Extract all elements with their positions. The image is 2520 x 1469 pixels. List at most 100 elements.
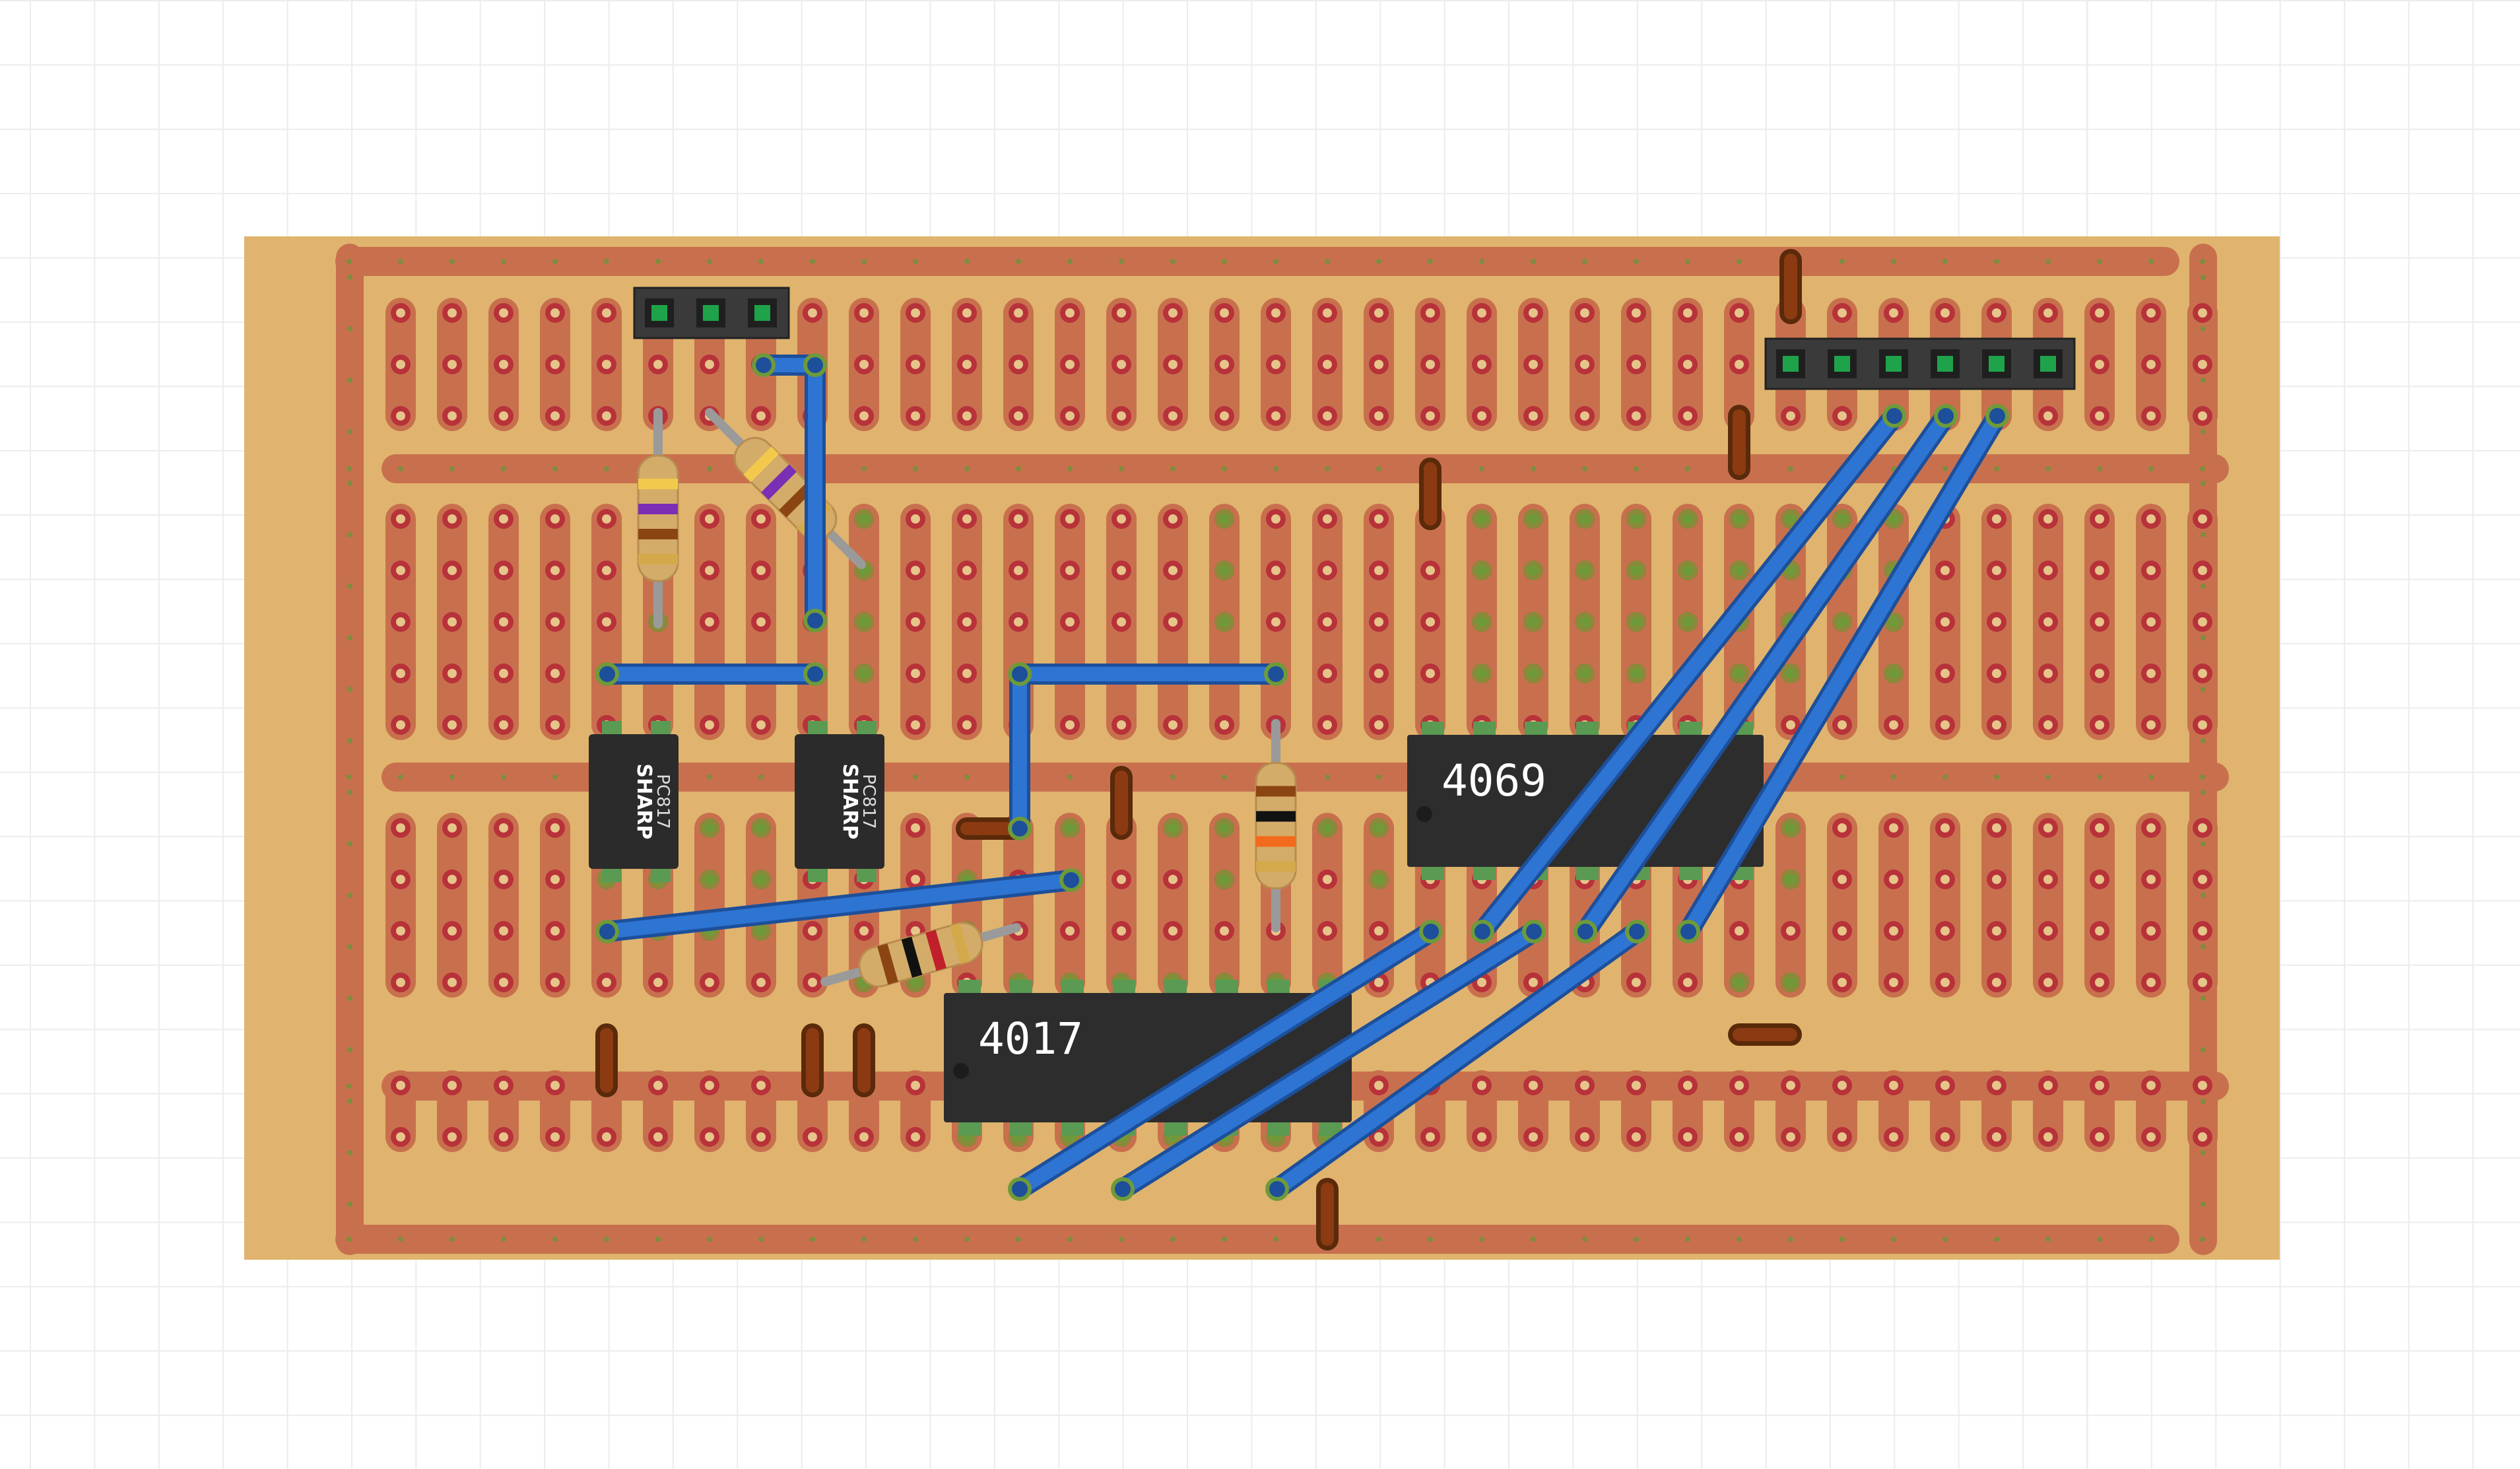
resistor-band: [1256, 836, 1296, 847]
hole-center: [550, 360, 560, 369]
hole-center: [1838, 308, 1847, 318]
hole-center: [1426, 669, 1435, 678]
used-hole-center: [1631, 565, 1641, 576]
rail-hole: [347, 1202, 352, 1207]
rail-hole: [2201, 790, 2206, 795]
hole-center: [1940, 617, 1950, 627]
hole-center: [1014, 514, 1023, 524]
rail-hole: [913, 259, 918, 264]
rail-hole: [1376, 466, 1381, 471]
ic-label: 4017: [978, 1013, 1083, 1064]
rail-hole: [655, 1237, 661, 1242]
hole-center: [859, 926, 869, 936]
rail-hole: [1840, 774, 1845, 780]
hole-center: [1014, 411, 1023, 421]
hole-center: [1168, 720, 1177, 730]
rail-hole: [347, 774, 352, 780]
rail-hole: [2201, 635, 2206, 640]
rail-hole: [1119, 259, 1124, 264]
hole-center: [1220, 926, 1229, 936]
hole-center: [1786, 720, 1795, 730]
resistor-r3: [1255, 719, 1297, 932]
hole-center: [2198, 617, 2207, 627]
hole-center: [1529, 1132, 1538, 1142]
hole-center: [1374, 720, 1383, 730]
rail-hole: [2201, 1047, 2206, 1052]
used-hole-center: [1528, 668, 1539, 679]
rail-hole: [861, 259, 867, 264]
hole-center: [2095, 1132, 2104, 1142]
opto-body: [795, 734, 884, 869]
hole-center: [2043, 617, 2053, 627]
used-hole-center: [1579, 668, 1590, 679]
wire-end-core: [1475, 924, 1490, 939]
header-pin: [754, 305, 770, 321]
rail-hole: [2201, 1202, 2206, 1207]
hole-center: [1992, 514, 2001, 524]
header-pin: [651, 305, 667, 321]
hole-center: [1220, 360, 1229, 369]
rail-hole: [1788, 1237, 1793, 1242]
hole-center: [962, 720, 972, 730]
wire-end-core: [1886, 408, 1902, 424]
rail-hole: [1942, 1237, 1948, 1242]
hole-center: [1374, 1132, 1383, 1142]
hole-center: [859, 411, 869, 421]
hole-center: [1889, 308, 1898, 318]
hole-center: [2146, 1132, 2156, 1142]
hole-center: [911, 720, 920, 730]
hole-center: [1632, 978, 1641, 987]
hole-center: [911, 514, 920, 524]
hole-center: [1889, 926, 1898, 936]
wire-end-core: [1938, 408, 1954, 424]
rail-hole: [347, 687, 352, 692]
rail-hole: [1531, 1237, 1536, 1242]
hole-center: [859, 308, 869, 318]
rail-hole: [1067, 259, 1073, 264]
rail-hole: [1582, 466, 1587, 471]
hole-center: [1220, 411, 1229, 421]
resistor-body: [637, 454, 679, 582]
resistor-r1: [637, 408, 679, 629]
hole-center: [499, 514, 508, 524]
hole-center: [962, 411, 972, 421]
rail-hole: [1685, 466, 1690, 471]
rail-hole: [707, 1237, 712, 1242]
hole-center: [2095, 411, 2104, 421]
rail-hole: [604, 466, 609, 471]
hole-center: [2146, 514, 2156, 524]
used-hole-center: [1579, 514, 1590, 524]
hole-center: [2043, 720, 2053, 730]
used-hole-center: [1837, 514, 1847, 524]
hole-center: [550, 926, 560, 936]
header-pin: [1937, 356, 1953, 372]
wire-end-core: [599, 666, 615, 682]
hole-center: [1992, 875, 2001, 884]
hole-center: [2043, 514, 2053, 524]
hole-center: [808, 308, 817, 318]
rail-hole: [1067, 774, 1073, 780]
hole-center: [1374, 978, 1383, 987]
hole-center: [2198, 823, 2207, 833]
hole-center: [1735, 1132, 1744, 1142]
rail-hole: [1222, 259, 1227, 264]
hole-center: [1786, 926, 1795, 936]
hole-center: [756, 514, 766, 524]
hole-center: [448, 823, 457, 833]
hole-center: [1735, 308, 1744, 318]
hole-center: [1632, 1081, 1641, 1090]
hole-center: [1477, 411, 1486, 421]
hole-center: [396, 514, 405, 524]
hole-center: [396, 875, 405, 884]
hole-center: [1889, 1132, 1898, 1142]
resistor-band: [1256, 861, 1296, 872]
rail-hole: [2200, 774, 2205, 780]
rail-hole: [2201, 1150, 2206, 1155]
rail-hole: [1994, 774, 1999, 780]
hole-center: [1786, 411, 1795, 421]
hole-center: [499, 1081, 508, 1090]
hole-center: [1117, 308, 1126, 318]
rail-hole: [347, 996, 352, 1001]
hole-center: [911, 669, 920, 678]
wire-end-core: [1629, 924, 1645, 939]
